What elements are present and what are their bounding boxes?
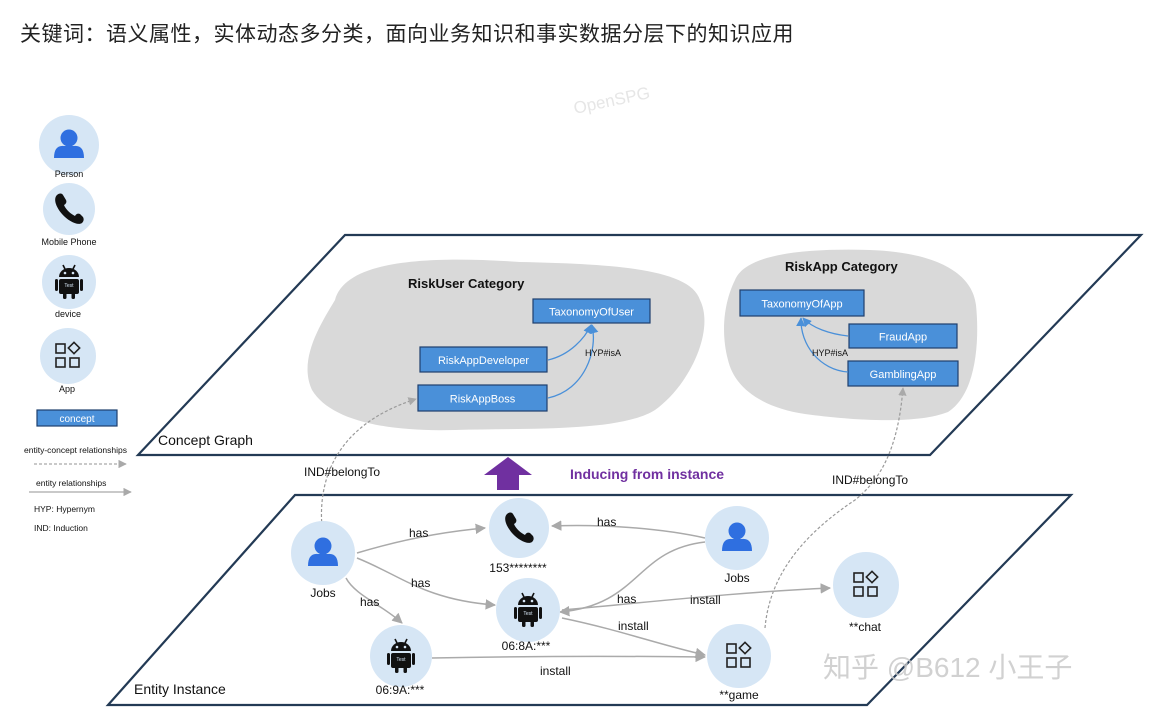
node-person-jobs-1-label: Jobs xyxy=(310,586,335,600)
legend-app-label: App xyxy=(59,384,75,394)
node-phone-label: 153******** xyxy=(489,561,547,575)
fraud-app-label: FraudApp xyxy=(879,332,927,344)
ind-belongto-right-label: IND#belongTo xyxy=(832,473,908,487)
device-icon-text: Test xyxy=(396,657,406,663)
node-app-chat-label: **chat xyxy=(849,620,882,634)
device-icon-text: Test xyxy=(523,611,533,617)
legend-device: Test device xyxy=(42,255,96,319)
gambling-app-box xyxy=(847,360,959,387)
legend-device-label: device xyxy=(55,309,81,319)
risk-app-hyp-label: HYP#isA xyxy=(812,348,848,358)
legend: Person Mobile Phone Test device App conc… xyxy=(24,115,132,533)
legend-entity-concept-label: entity-concept relationships xyxy=(24,445,127,455)
legend-hyp-label: HYP: Hypernym xyxy=(34,504,95,514)
risk-app-developer-box xyxy=(419,346,548,373)
gambling-app-label: GamblingApp xyxy=(870,369,937,381)
legend-app: App xyxy=(40,328,96,394)
edge-label-install-3: install xyxy=(540,664,571,678)
edge-jobs1-phone xyxy=(356,523,487,554)
zhihu-watermark: 知乎 @B612 小王子 xyxy=(823,652,1072,683)
fraud-isa-edge xyxy=(802,317,849,337)
node-device-2: Test 06:9A:*** xyxy=(370,625,432,697)
entity-instance-title: Entity Instance xyxy=(134,681,226,697)
opensgp-watermark: OpenSPG xyxy=(572,83,652,118)
taxonomy-of-app-box xyxy=(739,289,865,317)
legend-phone-label: Mobile Phone xyxy=(41,237,96,247)
boss-isa-edge xyxy=(547,324,599,399)
edge-device1-chat xyxy=(561,583,832,611)
node-app-game-label: **game xyxy=(719,688,759,702)
ind-belongto-right-edge xyxy=(764,387,907,629)
taxonomy-of-user-label: TaxonomyOfUser xyxy=(549,307,634,319)
risk-user-hyp-label: HYP#isA xyxy=(585,348,621,358)
node-device-1: Test 06:8A:*** xyxy=(496,578,560,653)
inducing-label: Inducing from instance xyxy=(570,466,724,482)
edge-label-has-3: has xyxy=(360,595,379,609)
legend-concept: concept xyxy=(36,409,118,427)
edge-label-has-5: has xyxy=(617,592,636,606)
node-person-jobs-1: Jobs xyxy=(291,521,355,600)
node-person-jobs-2: Jobs xyxy=(705,506,769,585)
legend-person-label: Person xyxy=(55,169,84,179)
edge-label-has-4: has xyxy=(597,515,616,529)
edge-label-install-1: install xyxy=(690,593,721,607)
edge-device2-game xyxy=(431,651,707,663)
risk-app-developer-label: RiskAppDeveloper xyxy=(438,355,529,367)
ind-belongto-left-label: IND#belongTo xyxy=(304,465,380,479)
risk-app-boss-label: RiskAppBoss xyxy=(450,394,516,406)
legend-person: Person xyxy=(39,115,99,179)
edge-device1-game xyxy=(561,617,707,659)
developer-isa-edge xyxy=(547,324,592,361)
risk-app-category-title: RiskApp Category xyxy=(785,259,898,274)
taxonomy-of-app-label: TaxonomyOfApp xyxy=(761,299,842,311)
legend-entity-rel-label: entity relationships xyxy=(36,478,106,488)
page-heading: 关键词：语义属性，实体动态多分类，面向业务知识和事实数据分层下的知识应用 xyxy=(20,22,794,46)
risk-user-category-title: RiskUser Category xyxy=(408,276,525,291)
fraud-app-box xyxy=(848,323,958,349)
edge-jobs2-phone xyxy=(550,520,706,539)
node-device-1-label: 06:8A:*** xyxy=(502,639,551,653)
node-person-jobs-2-label: Jobs xyxy=(724,571,749,585)
legend-ind-label: IND: Induction xyxy=(34,523,88,533)
node-app-chat: **chat xyxy=(833,552,899,634)
gambling-isa-edge xyxy=(796,317,849,373)
edge-jobs1-device1 xyxy=(356,557,497,610)
ind-belongto-left-edge xyxy=(320,397,417,528)
concept-graph-title: Concept Graph xyxy=(158,432,253,448)
taxonomy-of-user-box xyxy=(532,298,651,324)
edge-label-install-2: install xyxy=(618,619,649,633)
legend-concept-label: concept xyxy=(59,414,94,425)
device-icon-text: Test xyxy=(64,283,74,289)
risk-app-boss-box xyxy=(417,384,548,412)
edge-jobs1-device2 xyxy=(345,577,403,624)
node-app-game: **game xyxy=(707,624,771,702)
legend-phone: Mobile Phone xyxy=(41,183,97,247)
edge-label-has-1: has xyxy=(409,526,428,540)
edge-label-has-2: has xyxy=(411,576,430,590)
node-device-2-label: 06:9A:*** xyxy=(376,683,425,697)
inducing-arrow xyxy=(484,457,532,490)
node-phone: 153******** xyxy=(489,498,549,575)
